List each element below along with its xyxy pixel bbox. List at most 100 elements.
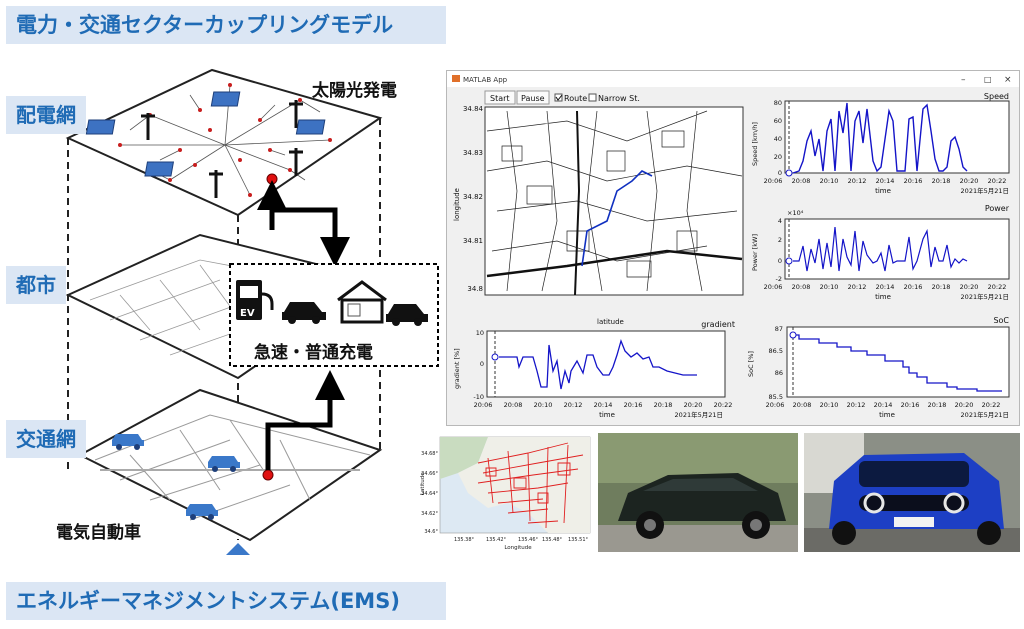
svg-text:135.38°: 135.38° — [454, 537, 474, 543]
svg-text:20:16: 20:16 — [904, 177, 923, 185]
svg-text:135.46°: 135.46° — [518, 537, 538, 543]
svg-text:20:06: 20:06 — [474, 401, 493, 409]
charger-icon — [236, 280, 274, 320]
grid-node-marker — [266, 173, 278, 185]
svg-text:2021年5月21日: 2021年5月21日 — [675, 410, 723, 419]
svg-text:20:22: 20:22 — [982, 401, 1001, 409]
svg-text:Start: Start — [490, 94, 510, 103]
svg-text:10: 10 — [476, 329, 484, 337]
svg-text:20:12: 20:12 — [848, 177, 867, 185]
svg-text:20:20: 20:20 — [955, 401, 974, 409]
svg-text:20:10: 20:10 — [820, 401, 839, 409]
svg-text:20:12: 20:12 — [847, 401, 866, 409]
svg-text:-2: -2 — [776, 275, 782, 283]
base-arrow-icon — [226, 543, 250, 555]
solar-panel-icon — [85, 91, 326, 177]
svg-text:34.82: 34.82 — [463, 193, 483, 201]
svg-text:time: time — [875, 293, 891, 301]
svg-text:SoC [%]: SoC [%] — [747, 351, 755, 377]
svg-text:time: time — [599, 411, 615, 419]
svg-text:60: 60 — [774, 117, 782, 125]
svg-text:86: 86 — [775, 369, 783, 377]
title-banner: 電力・交通セクターカップリングモデル — [6, 6, 446, 44]
svg-text:20:06: 20:06 — [766, 401, 785, 409]
svg-text:Pause: Pause — [521, 94, 545, 103]
svg-text:34.83: 34.83 — [463, 149, 483, 157]
footer-text: エネルギーマネジメントシステム(EMS) — [16, 589, 400, 613]
soc-line — [793, 334, 1002, 392]
start-button[interactable]: Start — [484, 90, 516, 105]
speed-line — [792, 102, 968, 174]
svg-text:2021年5月21日: 2021年5月21日 — [961, 410, 1009, 419]
svg-text:0: 0 — [778, 257, 782, 265]
svg-text:135.48°: 135.48° — [542, 537, 562, 543]
svg-text:20:08: 20:08 — [792, 177, 811, 185]
svg-text:2: 2 — [778, 236, 782, 244]
svg-text:34.81: 34.81 — [463, 237, 483, 245]
footer-banner: エネルギーマネジメントシステム(EMS) — [6, 582, 446, 620]
svg-text:34.8: 34.8 — [467, 285, 483, 293]
svg-text:-10: -10 — [473, 393, 484, 401]
ev-label: 電気自動車 — [56, 523, 141, 543]
soc-plot — [786, 326, 1010, 398]
svg-text:20:10: 20:10 — [820, 283, 839, 291]
pause-button[interactable]: Pause — [516, 90, 550, 105]
svg-text:34.66°: 34.66° — [421, 471, 438, 477]
svg-text:Narrow St.: Narrow St. — [598, 94, 640, 103]
house-icon — [337, 280, 387, 324]
svg-text:20:18: 20:18 — [932, 177, 951, 185]
title-text: 電力・交通セクターカップリングモデル — [16, 13, 394, 37]
svg-text:87: 87 — [775, 325, 783, 333]
svg-text:Latitude: Latitude — [420, 472, 426, 495]
svg-text:20:10: 20:10 — [534, 401, 553, 409]
svg-text:85.5: 85.5 — [769, 393, 783, 401]
power-plot — [784, 218, 1010, 280]
svg-text:34.84: 34.84 — [463, 105, 484, 113]
ev-badge: EV — [240, 308, 255, 319]
map-ylabel: longitude — [453, 188, 461, 221]
home-car-icon — [386, 304, 428, 326]
ev-photo-blue — [804, 433, 1020, 552]
gradient-plot — [486, 330, 726, 398]
svg-text:135.42°: 135.42° — [486, 537, 506, 543]
speed-ylabel: Speed [km/h] — [751, 122, 759, 166]
app-canvas: MATLAB App – □ × Start Pause Route Narro… — [447, 71, 1019, 419]
svg-text:20:14: 20:14 — [876, 283, 895, 291]
svg-text:20: 20 — [774, 153, 782, 161]
grid-layer-plane — [65, 68, 383, 217]
svg-text:time: time — [879, 411, 895, 419]
speed-title: Speed — [984, 92, 1009, 101]
svg-text:SoC: SoC — [993, 316, 1009, 325]
svg-text:20:14: 20:14 — [874, 401, 893, 409]
svg-text:34.68°: 34.68° — [421, 451, 438, 457]
app-title: MATLAB App — [463, 76, 508, 84]
ev-photo-dark — [598, 433, 798, 552]
charging-car-icon — [282, 302, 326, 324]
svg-text:135.51°: 135.51° — [568, 537, 588, 543]
svg-text:0: 0 — [778, 169, 782, 177]
svg-text:2021年5月21日: 2021年5月21日 — [961, 186, 1009, 195]
svg-text:20:20: 20:20 — [960, 283, 979, 291]
svg-text:20:06: 20:06 — [764, 283, 783, 291]
svg-text:20:22: 20:22 — [714, 401, 733, 409]
minimize-icon: – — [961, 75, 966, 85]
city-route-map: 34.68° 34.66° 34.64° 34.62° 34.6° 135.38… — [418, 433, 594, 552]
route-checkbox[interactable]: Route — [554, 93, 587, 103]
narrow-street-checkbox[interactable]: Narrow St. — [588, 93, 640, 103]
svg-text:86.5: 86.5 — [769, 347, 783, 355]
svg-text:20:22: 20:22 — [988, 283, 1007, 291]
traffic-node-marker — [262, 469, 274, 481]
maximize-icon: □ — [984, 75, 992, 84]
svg-text:20:12: 20:12 — [564, 401, 583, 409]
svg-text:20:18: 20:18 — [654, 401, 673, 409]
svg-text:80: 80 — [774, 99, 782, 107]
svg-text:20:16: 20:16 — [904, 283, 923, 291]
layer-diagram: EV — [65, 68, 439, 555]
svg-text:Route: Route — [564, 94, 587, 103]
car-icon — [112, 434, 240, 516]
svg-text:20:22: 20:22 — [988, 177, 1007, 185]
svg-text:20:18: 20:18 — [928, 401, 947, 409]
svg-text:20:20: 20:20 — [960, 177, 979, 185]
svg-text:4: 4 — [778, 217, 782, 225]
svg-text:Power [kW]: Power [kW] — [751, 234, 759, 271]
